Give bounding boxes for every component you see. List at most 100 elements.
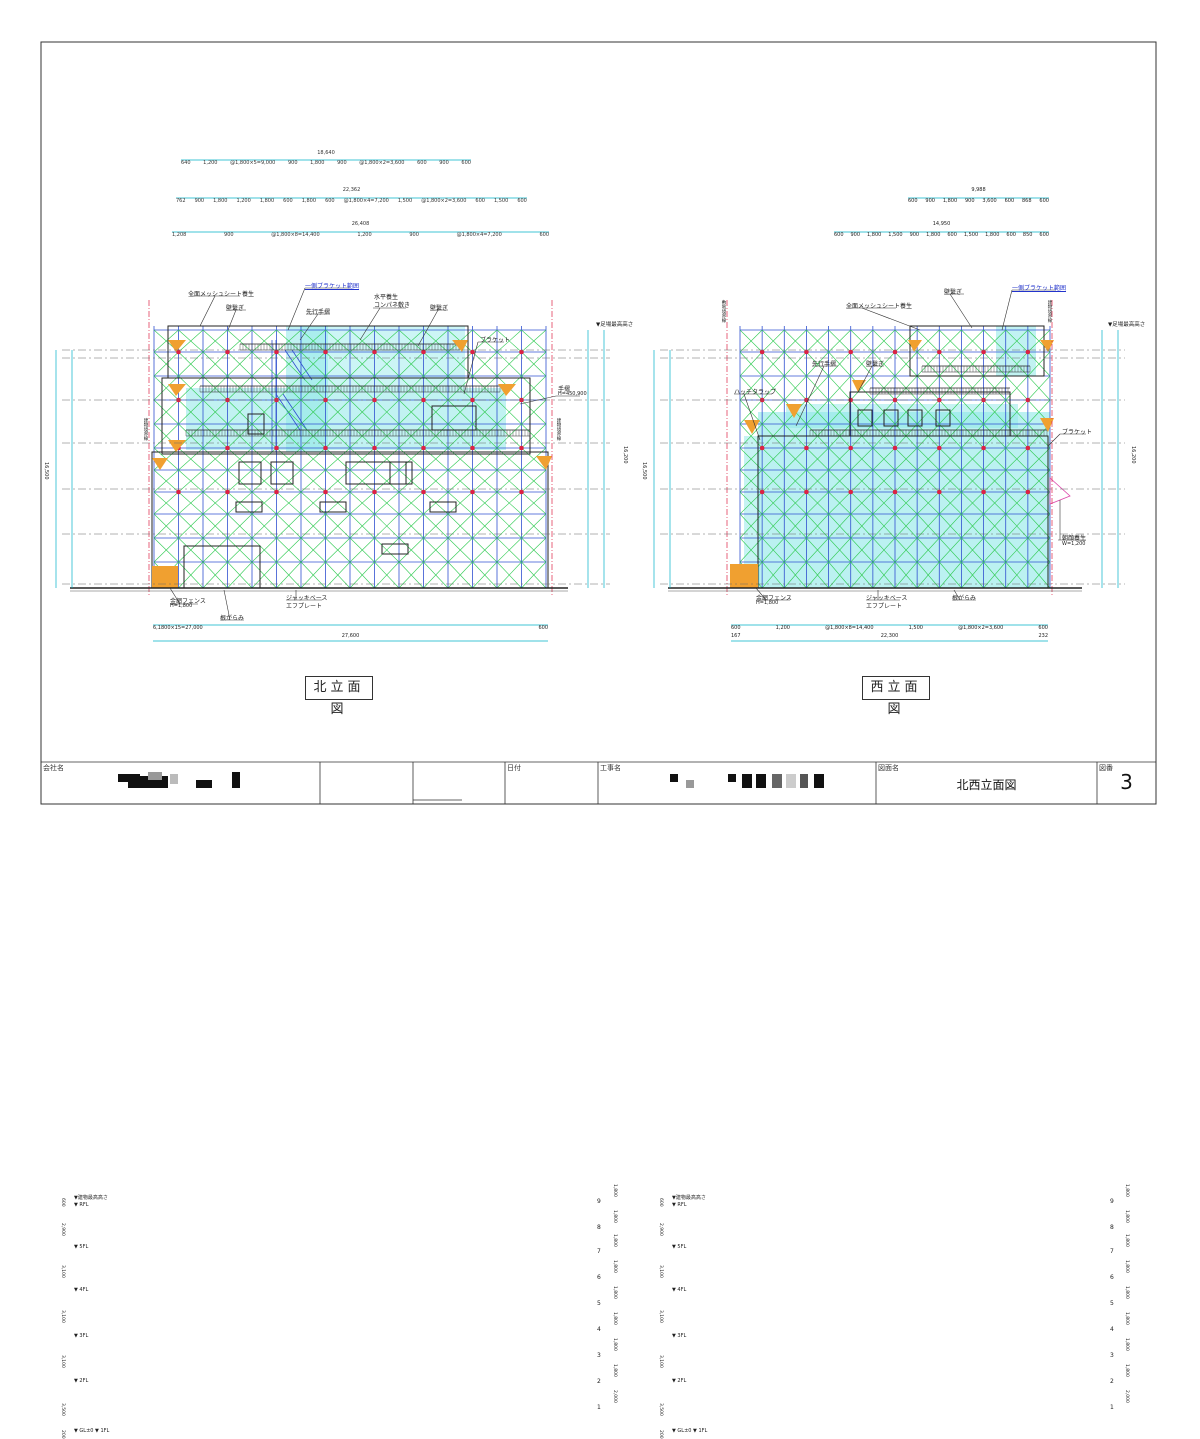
- dim-label: @1,800×4=7,200: [343, 198, 389, 204]
- scaffold-brace: [806, 351, 829, 377]
- wall-tie-marker: [372, 445, 377, 451]
- wall-tie-marker: [470, 397, 475, 403]
- scaffold-brace: [472, 351, 498, 377]
- wall-tie-marker: [1025, 445, 1031, 451]
- scaffold-brace: [300, 469, 326, 493]
- scaffold-brace: [828, 399, 851, 425]
- callout-bracket: ブラケット: [480, 337, 511, 344]
- scaffold-level-dim: 1,800: [1124, 1210, 1129, 1223]
- west-dim-row2-total: 14,950: [932, 221, 951, 227]
- floor-label: ▼建物最高高さ: [672, 1195, 706, 1201]
- redacted-project: [670, 774, 824, 788]
- scaffold-brace: [374, 375, 400, 401]
- scaffold-brace: [472, 491, 498, 515]
- scaffold-brace: [202, 469, 228, 493]
- scaffold-brace: [178, 469, 204, 493]
- wall-tie-marker: [981, 349, 986, 355]
- dim-label: 900: [287, 160, 298, 166]
- scaffold-level-number: 8: [1110, 1224, 1114, 1231]
- scaffold-brace: [983, 469, 1006, 493]
- drawing-number: 3: [1120, 770, 1133, 794]
- floor-label: ▼ GL±0 ▼ 1FL: [672, 1428, 708, 1434]
- scaffold-brace: [423, 399, 449, 425]
- scaffold-brace: [178, 375, 204, 401]
- dim-label: 1,200: [357, 232, 372, 238]
- scaffold-brace: [828, 351, 851, 377]
- scaffold-brace: [447, 491, 473, 515]
- scaffold-level-dim: 1,800: [612, 1234, 617, 1247]
- scaffold-brace: [178, 351, 204, 377]
- scaffold-brace: [850, 329, 874, 353]
- scaffold-brace: [806, 329, 829, 353]
- wall-tie-marker: [176, 489, 181, 495]
- scaffold-brace: [521, 513, 547, 539]
- dim-label: 600: [1004, 198, 1015, 204]
- west-callout-asagao: 朝顔養生: [1062, 535, 1087, 542]
- dim-label: 600: [908, 198, 918, 204]
- scaffold-brace: [276, 561, 302, 589]
- company-label: 会社名: [43, 764, 64, 772]
- scaffold-brace: [739, 399, 763, 425]
- scaffold-brace: [202, 399, 228, 425]
- scaffold-level-dim: 1,800: [1124, 1338, 1129, 1351]
- dim-label: 600: [539, 232, 549, 238]
- scaffold-brace: [153, 491, 179, 515]
- scaffold-brace: [472, 469, 498, 493]
- scaffold-brace: [1005, 375, 1029, 401]
- scaffold-level-number: 6: [1110, 1274, 1114, 1281]
- scaffold-brace: [227, 469, 253, 493]
- scaffold-brace: [202, 537, 228, 563]
- scaffold-brace: [939, 447, 962, 471]
- north-right-total: 16,200: [622, 446, 628, 464]
- scaffold-brace: [850, 375, 874, 401]
- scaffold-brace: [1005, 491, 1029, 515]
- scaffold-brace: [961, 399, 984, 425]
- scaffold-brace: [398, 329, 424, 353]
- scaffold-brace: [153, 351, 179, 377]
- scaffold-brace: [202, 375, 228, 401]
- callout-tsunagi-2: 壁繋ぎ: [430, 305, 449, 312]
- scaffold-brace: [828, 447, 851, 471]
- scaffold-brace: [325, 561, 351, 589]
- scaffold-brace: [983, 399, 1006, 425]
- scaffold-brace: [521, 375, 547, 401]
- floor-label: ▼ 2FL: [672, 1378, 687, 1384]
- scaffold-brace: [423, 351, 449, 377]
- net-area: [300, 326, 465, 388]
- west-right-header: ▼足場最高高さ: [1108, 322, 1146, 328]
- floor-label: ▼ 4FL: [74, 1287, 89, 1293]
- scaffold-brace: [227, 375, 253, 401]
- scaffold-brace: [872, 351, 896, 377]
- callout-endplate: エフプレート: [286, 603, 323, 610]
- scaffold-brace: [423, 375, 449, 401]
- height-dim-label: 3,100: [60, 1355, 65, 1368]
- scaffold-brace: [784, 329, 807, 353]
- height-dim-label: 3,500: [60, 1403, 65, 1416]
- drawing-name-label: 図面名: [878, 764, 899, 772]
- scaffold-brace: [521, 561, 547, 589]
- scaffold-brace: [447, 375, 473, 401]
- scaffold-brace: [349, 375, 375, 401]
- scaffold-level-dim: 1,800: [1124, 1234, 1129, 1247]
- dim-label: 1,800: [310, 160, 325, 166]
- scaffold-brace: [983, 447, 1006, 471]
- west-callout-jack: ジャッキベース: [866, 595, 908, 602]
- scaffold-level-dim: 2,000: [1124, 1390, 1129, 1403]
- scaffold-brace: [349, 399, 375, 425]
- scaffold-brace: [1027, 329, 1051, 353]
- scaffold-brace: [227, 537, 253, 563]
- scaffold-brace: [806, 491, 829, 515]
- dim-label: 900: [409, 232, 419, 238]
- scaffold-brace: [983, 537, 1006, 563]
- wall-tie-marker: [421, 397, 426, 403]
- scaffold-brace: [251, 469, 277, 493]
- scaffold-brace: [447, 561, 473, 589]
- scaffold-brace: [939, 491, 962, 515]
- wall-tie-marker: [759, 349, 765, 355]
- scaffold-brace: [828, 375, 851, 401]
- scaffold-brace: [153, 375, 179, 401]
- scaffold-brace: [961, 537, 984, 563]
- scaffold-brace: [961, 561, 984, 589]
- scaffold-brace: [374, 329, 400, 353]
- scaffold-brace: [521, 537, 547, 563]
